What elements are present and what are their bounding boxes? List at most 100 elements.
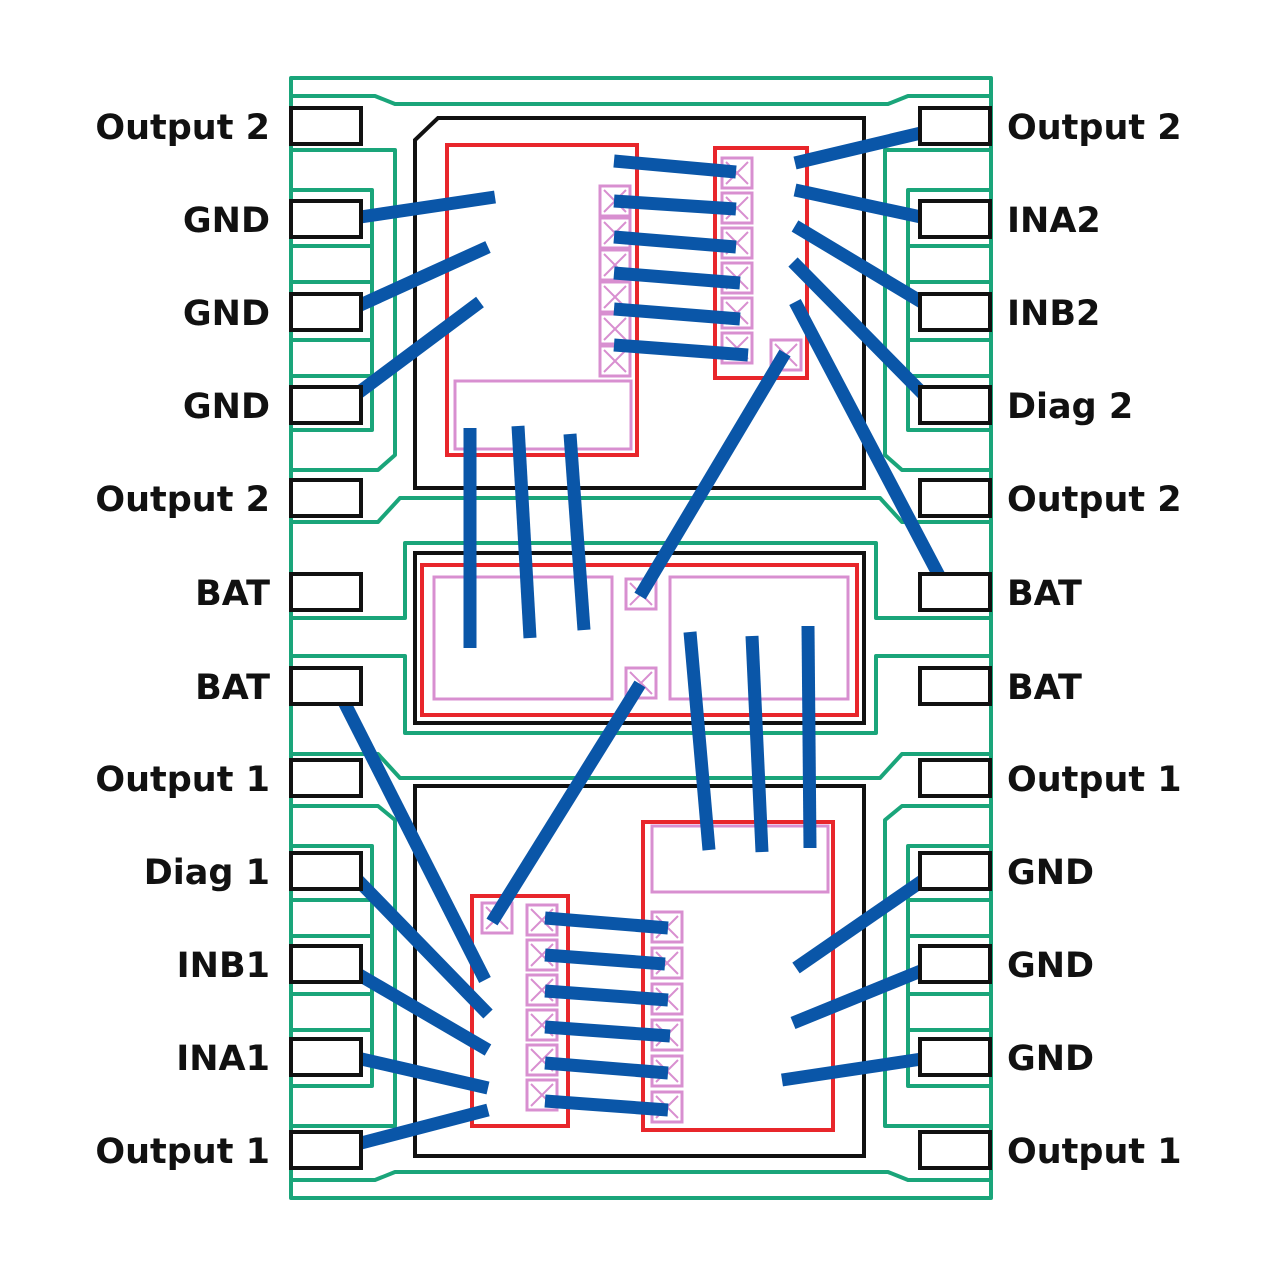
pin-label-left: BAT — [195, 574, 270, 614]
bond-wire — [613, 302, 741, 326]
pin-label-right: BAT — [1007, 668, 1082, 708]
pin-pad-right — [918, 1037, 992, 1077]
bond-wire — [790, 957, 941, 1030]
bond-wire — [683, 631, 716, 851]
pin-label-left: Output 2 — [95, 480, 270, 520]
pin-pad-left — [289, 944, 363, 984]
pin-label-left: Output 2 — [95, 108, 270, 148]
bond-wire — [342, 241, 491, 318]
bottom-die-paddle — [413, 784, 866, 1158]
bond-wire — [613, 154, 737, 179]
bond-wire — [342, 1048, 490, 1095]
pin-label-left: Diag 1 — [144, 853, 270, 893]
bond-wire — [801, 625, 817, 849]
bond-wire — [613, 266, 741, 290]
bond-wire — [486, 680, 646, 926]
bond-wire — [789, 298, 951, 591]
bottom-controller-die — [470, 894, 570, 1128]
pin-label-left: BAT — [195, 668, 270, 708]
pin-pad-left — [289, 1037, 363, 1077]
bond-wire — [544, 1020, 671, 1043]
bond-wire — [544, 1094, 669, 1117]
lead-frame-trace — [908, 898, 991, 1032]
pin-label-left: INA1 — [176, 1039, 270, 1079]
pin-pad-left — [289, 199, 363, 239]
pin-pad-left — [289, 1130, 363, 1170]
pin-pad-right — [918, 478, 992, 518]
bond-wire — [544, 984, 669, 1007]
lead-frame-trace — [291, 1170, 991, 1182]
lead-frame-trace — [291, 244, 372, 378]
bond-wire — [338, 296, 484, 411]
top-die-paddle — [413, 116, 866, 490]
bond-wire — [511, 425, 537, 639]
bond-wire — [343, 865, 493, 1019]
bond-wires — [331, 121, 951, 1155]
pin-label-right: GND — [1007, 853, 1094, 893]
lead-frame-trace — [291, 654, 991, 735]
pin-label-left: GND — [183, 387, 270, 427]
pin-pad-right — [918, 1130, 992, 1170]
pin-label-left: INB1 — [177, 946, 270, 986]
pin-label-right: Output 1 — [1007, 760, 1182, 800]
bond-wire — [563, 433, 591, 631]
lead-frame-trace — [291, 94, 991, 106]
lead-frame-trace — [883, 804, 991, 1128]
pin-label-right: INB2 — [1007, 294, 1100, 334]
top-power-die-pad-area — [453, 379, 633, 451]
middle-die-paddle — [413, 551, 866, 725]
lead-frame-trace — [291, 898, 372, 1032]
pin-pads — [289, 106, 992, 1170]
lead-frame-trace — [291, 148, 397, 472]
bottom-power-die — [641, 820, 835, 1132]
lead-frame-trace — [291, 844, 374, 1088]
lead-frame-trace — [291, 541, 991, 620]
lead-frame-trace — [291, 496, 991, 524]
lead-frame-trace — [291, 804, 397, 1128]
pin-label-right: BAT — [1007, 574, 1082, 614]
pin-label-left: Output 1 — [95, 1132, 270, 1172]
lead-frame-trace — [883, 148, 991, 472]
pin-pad-left — [289, 572, 363, 612]
pin-pad-right — [918, 944, 992, 984]
bond-wire — [613, 230, 737, 254]
pin-pad-left — [289, 478, 363, 518]
pin-pad-left — [289, 666, 363, 706]
top-controller-die — [713, 146, 809, 380]
pin-label-right: Diag 2 — [1007, 387, 1133, 427]
pin-label-left: Output 1 — [95, 760, 270, 800]
pin-pad-left — [289, 292, 363, 332]
pin-pad-right — [918, 292, 992, 332]
bond-wire — [791, 220, 944, 319]
bottom-power-die-pad-area — [650, 824, 830, 894]
lead-frame-trace — [906, 844, 991, 1088]
pin-label-left: GND — [183, 201, 270, 241]
pin-pad-left — [289, 758, 363, 798]
pin-label-right: GND — [1007, 1039, 1094, 1079]
pin-pad-right — [918, 851, 992, 891]
bond-wire — [792, 864, 942, 974]
dies — [420, 143, 859, 1132]
bond-wire — [793, 183, 937, 227]
pin-label-right: GND — [1007, 946, 1094, 986]
bond-wire — [745, 635, 769, 853]
pin-pad-right — [918, 666, 992, 706]
top-power-die — [445, 143, 639, 457]
bond-wire — [634, 349, 791, 600]
bond-wire — [613, 338, 749, 362]
lead-frame-trace — [291, 188, 374, 432]
pin-label-left: GND — [183, 294, 270, 334]
lead-frame-trace — [906, 188, 991, 432]
pin-pad-right — [918, 572, 992, 612]
bond-wire — [340, 960, 492, 1056]
left-pin-labels: Output 2 GND GND GND Output 2 BAT BAT Output 1 D… — [95, 108, 270, 1172]
pin-label-right: Output 2 — [1007, 480, 1182, 520]
bond-wire — [788, 257, 940, 411]
pin-pad-left — [289, 851, 363, 891]
pin-pad-left — [289, 385, 363, 425]
lead-frame-trace — [908, 244, 991, 378]
lead-frame-outline — [289, 76, 993, 1200]
pin-pad-right — [918, 758, 992, 798]
